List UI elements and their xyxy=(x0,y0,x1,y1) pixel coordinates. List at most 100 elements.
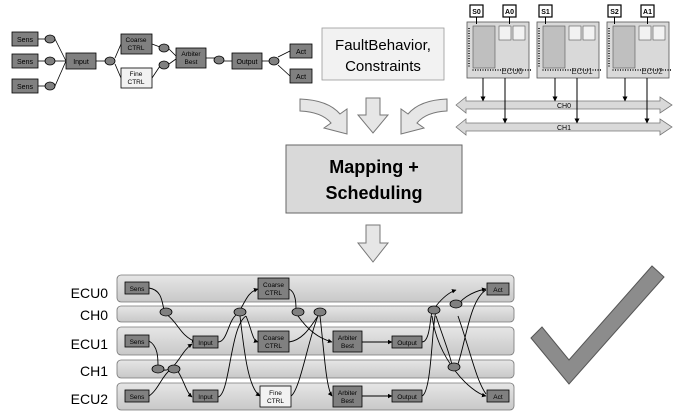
message-node xyxy=(44,34,56,44)
ecu1-arbiter-task: Arbiter Best xyxy=(332,330,363,353)
act-label: Act xyxy=(296,49,306,56)
message-node xyxy=(233,307,247,317)
arbiter-task: Arbiter Best xyxy=(175,47,207,69)
io-label: S0 xyxy=(472,9,481,16)
channel-ch0: CH0 xyxy=(455,96,673,114)
message-node xyxy=(159,307,173,317)
row-label: CH0 xyxy=(80,307,108,323)
constraints-line1: FaultBehavior, xyxy=(335,37,431,54)
message-node xyxy=(213,55,225,65)
act-task: Act xyxy=(289,68,313,84)
row-label: ECU0 xyxy=(71,285,109,301)
task-label: Arbiter xyxy=(338,335,358,342)
task-label: CTRL xyxy=(265,343,282,350)
channel-ch1: CH1 xyxy=(455,118,673,136)
fine-ctrl-label: Fine xyxy=(130,71,143,78)
ecu0-board: ECU0 S0 A0 xyxy=(466,4,531,79)
message-node xyxy=(268,56,280,66)
coarse-ctrl-task: Coarse CTRL xyxy=(120,33,153,55)
row-label: ECU1 xyxy=(71,336,109,352)
ecu0-coarse-ctrl-task: Coarse CTRL xyxy=(257,277,290,300)
schedule-tasks: Sens Coarse CTRL Act Sens Input Coarse xyxy=(124,277,510,408)
output-task: Output xyxy=(231,52,263,70)
task-label: Input xyxy=(198,340,213,347)
mapping-line1: Mapping + xyxy=(329,157,419,177)
task-label: CTRL xyxy=(265,290,282,297)
input-label: Input xyxy=(73,59,89,66)
message-node xyxy=(151,364,165,374)
arbiter-label: Arbiter xyxy=(181,51,201,58)
architecture: CH0 CH1 ECU0 S0 A0 ECU1 xyxy=(455,4,673,136)
ecu2-fine-ctrl-task: Fine CTRL xyxy=(259,385,292,408)
ecu1-board: ECU1 S1 xyxy=(536,4,601,79)
sens-task: Sens xyxy=(11,78,39,94)
message-node xyxy=(104,56,116,66)
act-label: Act xyxy=(296,74,306,81)
schedule-row-ecu0: ECU0 xyxy=(71,274,515,303)
ecu2-act-task: Act xyxy=(486,389,510,403)
down-arrow-center xyxy=(356,97,390,134)
message-node xyxy=(167,364,181,374)
coarse-ctrl-label: Coarse xyxy=(126,37,147,44)
task-label: Best xyxy=(341,343,354,350)
message-node xyxy=(44,81,56,91)
ecu0-sens-task: Sens xyxy=(124,281,150,295)
curved-arrow-right xyxy=(400,98,448,135)
ecu1-input-task: Input xyxy=(192,335,219,349)
io-label: S1 xyxy=(541,9,550,16)
message-node xyxy=(158,43,170,53)
ecu1-output-task: Output xyxy=(391,335,423,349)
channel-label: CH0 xyxy=(557,103,571,110)
curved-arrow-left xyxy=(299,98,348,135)
checkmark-icon xyxy=(530,265,665,385)
task-label: Fine xyxy=(269,390,282,397)
constraints-line2: Constraints xyxy=(345,58,421,75)
sens-label: Sens xyxy=(17,37,33,44)
down-arrow-bottom xyxy=(356,224,390,263)
task-label: Act xyxy=(493,287,503,294)
arbiter-label: Best xyxy=(184,59,197,66)
fine-ctrl-task: Fine CTRL xyxy=(120,67,153,89)
fine-ctrl-label: CTRL xyxy=(128,79,145,86)
task-graph-nodes: Sens Sens Sens Input Coarse CTRL Fine CT… xyxy=(11,31,313,94)
schedule-row-ch1: CH1 xyxy=(80,359,515,379)
bus-connections xyxy=(480,78,650,124)
coarse-ctrl-label: CTRL xyxy=(128,45,145,52)
task-label: Output xyxy=(397,394,417,401)
fault-behavior-constraints-box: FaultBehavior, Constraints xyxy=(321,27,445,81)
sens-label: Sens xyxy=(17,59,33,66)
task-label: Act xyxy=(493,394,503,401)
row-label: CH1 xyxy=(80,363,108,379)
message-node xyxy=(427,305,441,315)
message-node xyxy=(449,299,463,309)
io-label: A0 xyxy=(505,9,514,16)
task-label: CTRL xyxy=(267,398,284,405)
task-graph xyxy=(38,38,291,87)
task-label: Best xyxy=(341,398,354,405)
act-task: Act xyxy=(289,43,313,59)
sens-label: Sens xyxy=(17,84,33,91)
input-task: Input xyxy=(65,52,97,70)
task-label: Input xyxy=(198,394,213,401)
io-label: A1 xyxy=(643,9,652,16)
message-node xyxy=(291,307,305,317)
task-label: Output xyxy=(397,340,417,347)
ecu2-input-task: Input xyxy=(192,389,219,403)
ecu1-coarse-ctrl-task: Coarse CTRL xyxy=(257,330,290,353)
sens-task: Sens xyxy=(11,31,39,47)
output-label: Output xyxy=(236,59,257,66)
message-node xyxy=(447,362,461,372)
mapping-line2: Scheduling xyxy=(325,183,422,203)
ecu-board-label: ECU1 xyxy=(571,67,593,76)
ecu2-output-task: Output xyxy=(391,389,423,403)
message-node xyxy=(158,60,170,70)
task-label: Coarse xyxy=(263,282,284,289)
message-node xyxy=(313,307,327,317)
channel-label: CH1 xyxy=(557,125,571,132)
task-label: Sens xyxy=(130,339,146,346)
ecu1-sens-task: Sens xyxy=(124,334,150,348)
ecu0-act-task: Act xyxy=(486,282,510,296)
task-label: Coarse xyxy=(263,335,284,342)
io-label: S2 xyxy=(610,9,619,16)
